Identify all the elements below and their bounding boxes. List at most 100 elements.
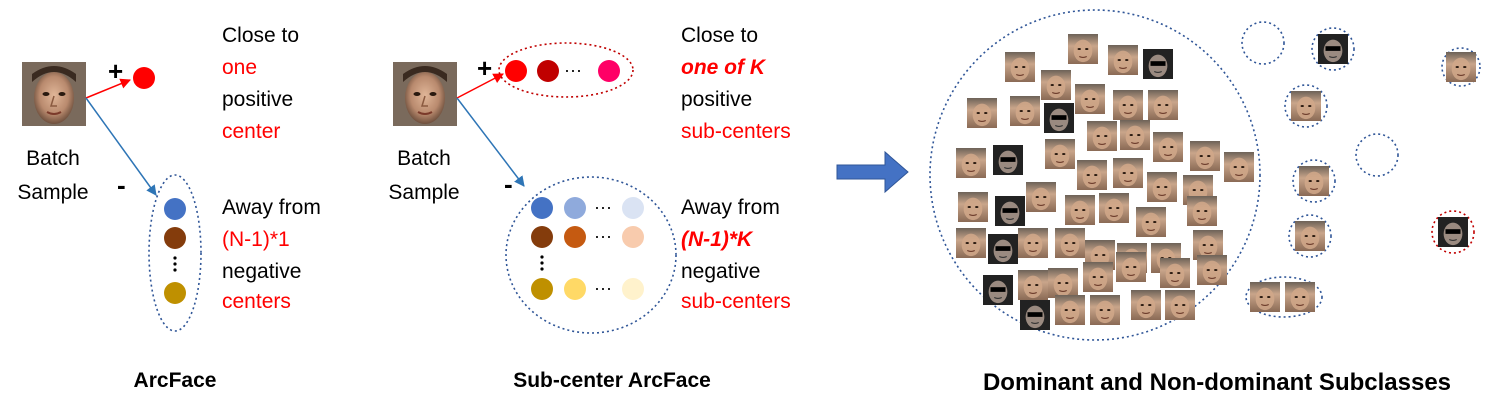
horizontal-ellipsis-icon: ···	[594, 278, 612, 298]
negative-label: negative	[222, 260, 301, 283]
face-thumbnail	[1153, 132, 1183, 162]
face-thumbnail	[1148, 90, 1178, 120]
face-thumbnail	[1010, 96, 1040, 126]
face-thumbnail	[1048, 268, 1078, 298]
face-thumbnail	[1099, 193, 1129, 223]
batch-sample-label-line1: Batch	[397, 147, 451, 170]
face-thumbnail	[1075, 84, 1105, 114]
nondominant-subclass-circle	[1288, 214, 1332, 258]
face-thumbnail	[1026, 182, 1056, 212]
face-thumbnail	[1165, 290, 1195, 320]
face-thumbnail	[995, 196, 1025, 226]
positive-arrow	[85, 78, 131, 99]
face-thumbnail	[1087, 121, 1117, 151]
face-thumbnail	[993, 145, 1023, 175]
face-thumbnail	[1143, 49, 1173, 79]
face-thumbnail	[1041, 70, 1071, 100]
neg-subcenter-blue	[531, 197, 553, 219]
vertical-ellipsis-icon	[173, 256, 177, 272]
face-thumbnail	[1291, 91, 1321, 121]
negative-center-dot-blue	[164, 198, 186, 220]
face-thumbnail	[1187, 196, 1217, 226]
negative-arrow	[85, 97, 157, 196]
face-thumbnail	[1136, 207, 1166, 237]
dominant-face-cluster	[956, 34, 1254, 330]
negative-subcenters-ellipse	[505, 176, 677, 334]
face-thumbnail	[1197, 255, 1227, 285]
n-minus-one-times-k-label: (N-1)*K	[681, 228, 754, 251]
positive-label: positive	[681, 88, 752, 111]
n-minus-one-label: (N-1)*1	[222, 228, 290, 251]
batch-sample-label-line2: Sample	[17, 181, 88, 204]
face-thumbnail	[1055, 295, 1085, 325]
negative-center-dot-gold	[164, 282, 186, 304]
face-thumbnail	[988, 234, 1018, 264]
transition-arrow-icon	[836, 150, 909, 194]
face-thumbnail	[1318, 34, 1348, 64]
positive-subcenters-ellipse	[498, 42, 634, 98]
minus-sign: -	[504, 169, 513, 199]
neg-subcenter-gold	[531, 278, 553, 300]
arcface-caption: ArcFace	[134, 369, 217, 392]
minus-sign: -	[117, 170, 126, 200]
negative-centers-ellipse	[148, 174, 202, 332]
center-label: center	[222, 120, 280, 143]
positive-subcenter-dot-red	[505, 60, 527, 82]
face-thumbnail	[956, 228, 986, 258]
empty-subclass-circle	[1241, 21, 1285, 65]
face-thumbnail	[1250, 282, 1280, 312]
face-thumbnail	[1295, 221, 1325, 251]
plus-sign: +	[477, 53, 492, 83]
negative-label: negative	[681, 260, 760, 283]
face-thumbnail	[1113, 158, 1143, 188]
horizontal-ellipsis-icon: ···	[564, 60, 582, 80]
positive-subcenter-dot-darkred	[537, 60, 559, 82]
face-thumbnail	[1446, 52, 1476, 82]
face-thumbnail	[1160, 258, 1190, 288]
batch-sample-face-image	[393, 62, 457, 126]
neg-subcenter-orange	[564, 226, 586, 248]
face-thumbnail	[1045, 139, 1075, 169]
nondominant-subclass-circle	[1284, 84, 1328, 128]
face-thumbnail	[1090, 295, 1120, 325]
nondominant-subclass-circle-red	[1431, 210, 1475, 254]
vertical-ellipsis-icon	[540, 255, 544, 271]
face-thumbnail	[983, 275, 1013, 305]
face-thumbnail	[1055, 228, 1085, 258]
away-from-label: Away from	[222, 196, 321, 219]
arcface-panel: Batch Sample + - Close to one positive c…	[17, 24, 320, 392]
face-thumbnail	[956, 148, 986, 178]
face-thumbnail	[1113, 90, 1143, 120]
face-thumbnail	[1020, 300, 1050, 330]
centers-label: centers	[222, 290, 291, 313]
positive-subcenter-dot-pink	[598, 60, 620, 82]
face-thumbnail	[1438, 217, 1468, 247]
batch-sample-face-image	[22, 62, 86, 126]
nondominant-subclass-circle	[1292, 159, 1336, 203]
nondominant-subclass-circle	[1441, 47, 1481, 87]
face-thumbnail	[1018, 228, 1048, 258]
neg-subcenter-peach	[622, 226, 644, 248]
negative-arrow	[456, 97, 525, 187]
face-thumbnail	[967, 98, 997, 128]
horizontal-ellipsis-icon: ···	[594, 226, 612, 246]
face-thumbnail	[958, 192, 988, 222]
neg-subcenter-cream	[622, 278, 644, 300]
positive-arrow	[456, 73, 504, 99]
face-thumbnail	[1018, 270, 1048, 300]
subcenter-arcface-panel: Batch Sample + - ··· ··· ··· ··· Close t…	[388, 24, 790, 392]
neg-subcenter-yellow	[564, 278, 586, 300]
subcenter-arcface-caption: Sub-center ArcFace	[513, 369, 711, 392]
nondominant-subclass-ellipse	[1245, 276, 1323, 318]
face-thumbnail	[1285, 282, 1315, 312]
close-to-label: Close to	[222, 24, 299, 47]
face-thumbnail	[1068, 34, 1098, 64]
positive-label: positive	[222, 88, 293, 111]
face-thumbnail	[1083, 262, 1113, 292]
subclasses-caption: Dominant and Non-dominant Subclasses	[983, 369, 1451, 396]
face-thumbnail	[1116, 252, 1146, 282]
sub-centers-label: sub-centers	[681, 120, 791, 143]
neg-subcenter-blue-light	[622, 197, 644, 219]
horizontal-ellipsis-icon: ···	[594, 197, 612, 217]
sub-centers-label: sub-centers	[681, 290, 791, 313]
